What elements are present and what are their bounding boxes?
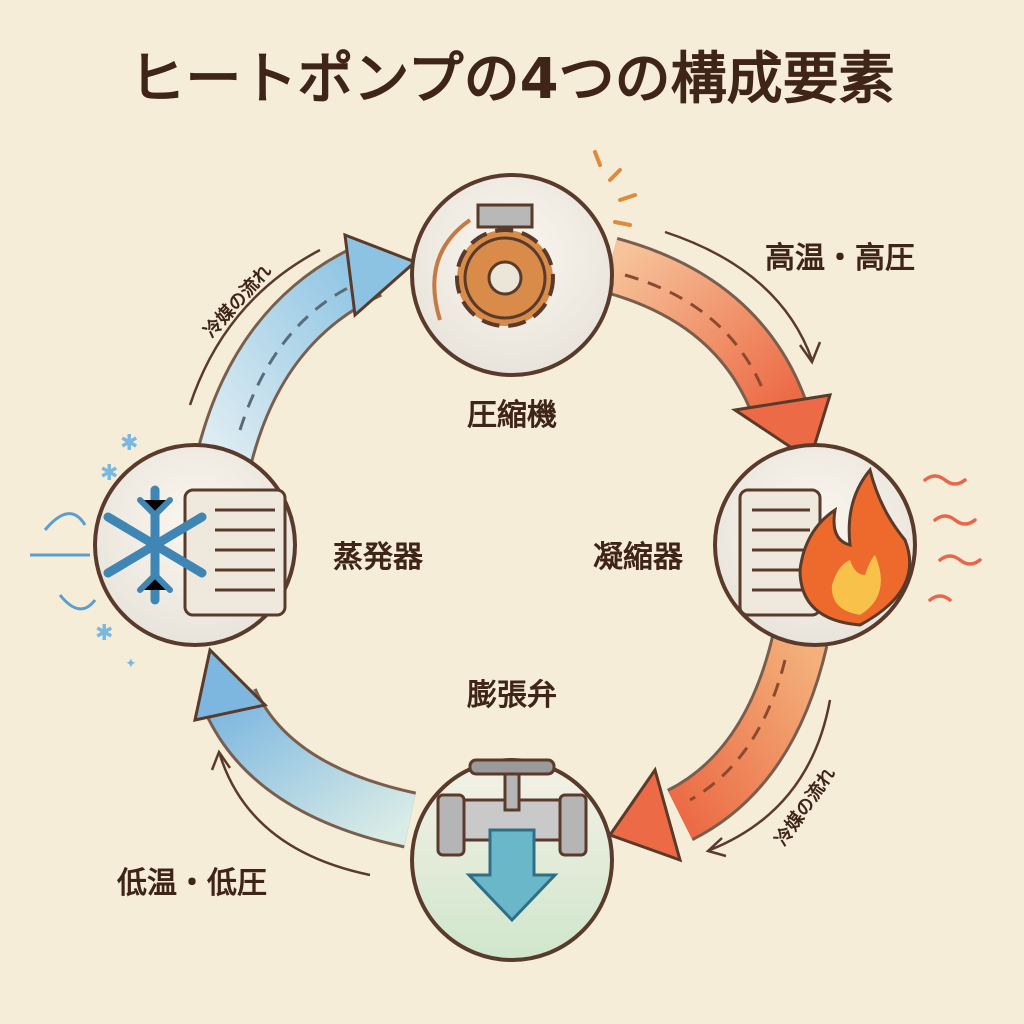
high-temp-pressure-label: 高温・高圧: [765, 241, 915, 276]
svg-text:✦: ✦: [125, 656, 137, 672]
flow-arrow-valve-to-evaporator: [193, 646, 417, 849]
low-temp-pressure-label: 低温・低圧: [116, 866, 267, 901]
flow-arrow-evaporator-to-compressor: [196, 232, 418, 463]
evaporator-node: ✱✱✱✦ 蒸発器: [30, 431, 424, 672]
flame-icon: [798, 466, 912, 627]
down-arrow-icon: [465, 828, 559, 923]
evaporator-label: 蒸発器: [333, 540, 424, 575]
flow-arrow-condenser-to-valve: [607, 633, 829, 863]
svg-text:✱: ✱: [95, 621, 113, 646]
condenser-node: 凝縮器: [593, 443, 982, 647]
snowflake-icon: [103, 485, 207, 605]
flow-arrow-compressor-to-condenser: [602, 236, 833, 463]
heat-waves-icon: [923, 474, 982, 602]
radiator-icon: [183, 488, 287, 617]
compressor-node: 圧縮機: [410, 150, 637, 433]
svg-text:✱: ✱: [120, 431, 138, 456]
expansion-valve-node: 膨張弁: [410, 678, 614, 962]
expansion-valve-label: 膨張弁: [467, 678, 557, 713]
cold-wind-icon: [30, 512, 97, 611]
flow-indicator-bottom-right: [705, 699, 832, 858]
page-title: ヒートポンプの4つの構成要素: [129, 47, 894, 112]
condenser-label: 凝縮器: [593, 540, 684, 575]
refrigerant-flow-label-bottom: 冷媒の流れ: [770, 763, 840, 849]
flow-indicator-bottom-left: [210, 749, 371, 877]
svg-text:✱: ✱: [100, 461, 118, 486]
flow-indicator-top-left: [188, 248, 321, 406]
sparkle-icons: ✱✱✱✦: [95, 431, 138, 672]
heat-lines-icon: [593, 150, 637, 227]
compressor-label: 圧縮機: [467, 398, 557, 433]
flow-indicator-top-right: [664, 230, 822, 365]
gear-icon: [432, 203, 555, 328]
